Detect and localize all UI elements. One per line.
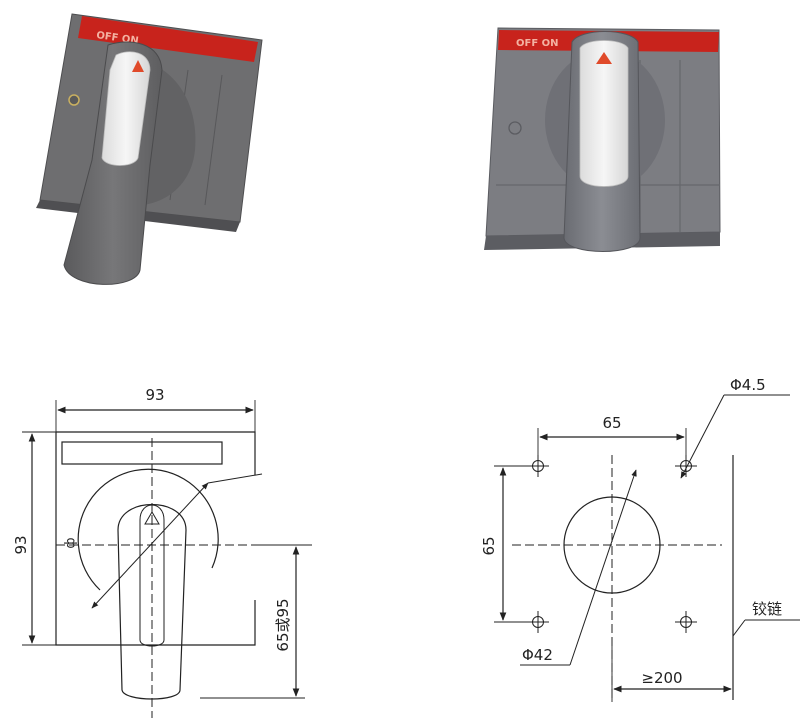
hole-diameter-label: Φ4.5 xyxy=(730,376,766,394)
label-strip-outline xyxy=(61,441,223,465)
lock-symbol-icon: ф xyxy=(63,537,78,548)
arrow-up-icon xyxy=(596,52,612,64)
shaft-hole-outline xyxy=(563,496,661,594)
shaft-diameter-label: Φ42 xyxy=(522,646,553,664)
mounting-hole-bottom-left xyxy=(527,611,549,633)
mounting-hole-top-right xyxy=(675,455,697,477)
vertical-spacing-label: 65 xyxy=(480,536,498,555)
red-label-text: OFF ON xyxy=(516,38,559,49)
panel-outline xyxy=(55,431,256,646)
hinge-distance-label: ≥200 xyxy=(641,669,682,687)
mounting-hole-bottom-right xyxy=(675,611,697,633)
photo-right-handle: OFF ON xyxy=(484,27,721,252)
height-dimension-label: 93 xyxy=(12,535,30,554)
depth-dimension-label: 65或95 xyxy=(274,598,292,651)
width-dimension-label: 93 xyxy=(145,386,164,404)
svg-text:ф: ф xyxy=(63,537,78,548)
mounting-view-drawing: 65 65 xyxy=(480,376,800,702)
red-label-strip xyxy=(78,16,258,62)
screw-hole xyxy=(508,121,522,135)
handle-white-insert xyxy=(101,51,151,166)
hinge-label: 铰链 xyxy=(752,600,782,618)
photo-left-handle: OFF ON xyxy=(36,13,263,285)
mounting-hole-top-left xyxy=(527,455,549,477)
handle-white-insert xyxy=(579,40,629,187)
horizontal-spacing-label: 65 xyxy=(602,414,621,432)
front-view-drawing: 93 93 ф 65或95 xyxy=(12,386,316,718)
arrow-up-icon xyxy=(132,60,144,72)
handle-base-outline xyxy=(77,468,219,591)
screw-hole xyxy=(68,94,80,106)
